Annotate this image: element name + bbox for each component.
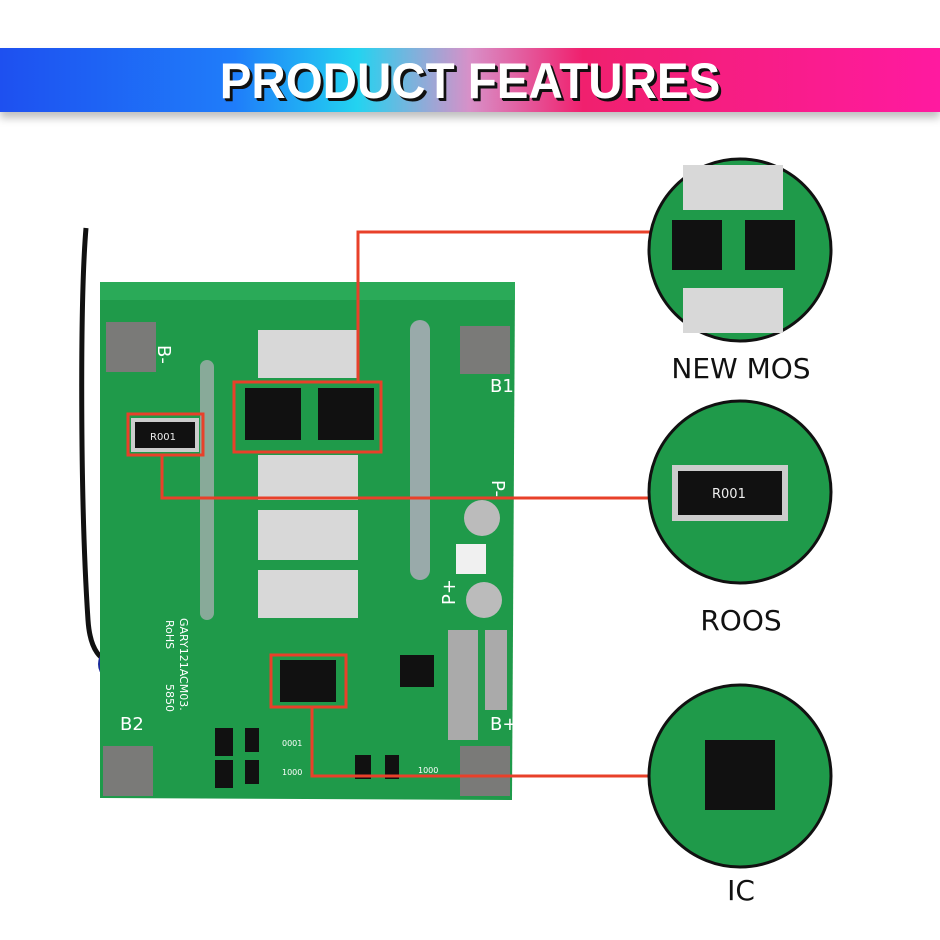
- header-banner: [0, 48, 940, 112]
- shunt-resistor: [131, 418, 199, 452]
- pad-b1: [460, 326, 510, 374]
- feature-label-roos: ROOS: [700, 604, 782, 637]
- detail-resistor-marking: R001: [712, 487, 746, 502]
- callout-box-resistor: [126, 412, 205, 457]
- banner-title: PRODUCT FEATURES: [219, 53, 721, 109]
- marking-res-1: 0001: [282, 739, 302, 748]
- callout-box-mos: [232, 380, 383, 454]
- callouts: [126, 230, 652, 778]
- marking-p-plus: P+: [439, 579, 460, 605]
- callout-box-ic: [269, 653, 348, 709]
- callout-line-ic: [310, 707, 650, 778]
- pad-b2: [103, 746, 153, 796]
- marking-model: GARY121ACM03.: [177, 618, 190, 711]
- feature-label-new-mos: NEW MOS: [671, 352, 811, 385]
- marking-code: 5850: [163, 684, 176, 712]
- feature-label-ic: IC: [727, 874, 755, 907]
- pad-b-minus: [106, 322, 156, 372]
- heatsink-pads: [258, 330, 507, 740]
- marking-b-plus: B+: [490, 714, 517, 735]
- thermistor-wire: [79, 227, 119, 668]
- marking-resistor: R001: [150, 432, 176, 443]
- callout-line-mos: [356, 230, 652, 382]
- marking-p-minus: P-: [487, 480, 508, 497]
- ic-chip: [280, 660, 336, 702]
- mosfet-1: [245, 388, 301, 440]
- callout-line-resistor: [160, 455, 650, 500]
- marking-b1: B1: [490, 376, 514, 397]
- marking-rohs: RoHS: [163, 620, 176, 649]
- marking-res-3: 1000: [418, 766, 438, 775]
- mosfet-2: [318, 388, 374, 440]
- marking-b2: B2: [120, 714, 144, 735]
- marking-b-minus: B-: [153, 345, 174, 364]
- pad-b-plus: [460, 746, 510, 796]
- marking-res-2: 1000: [282, 768, 302, 777]
